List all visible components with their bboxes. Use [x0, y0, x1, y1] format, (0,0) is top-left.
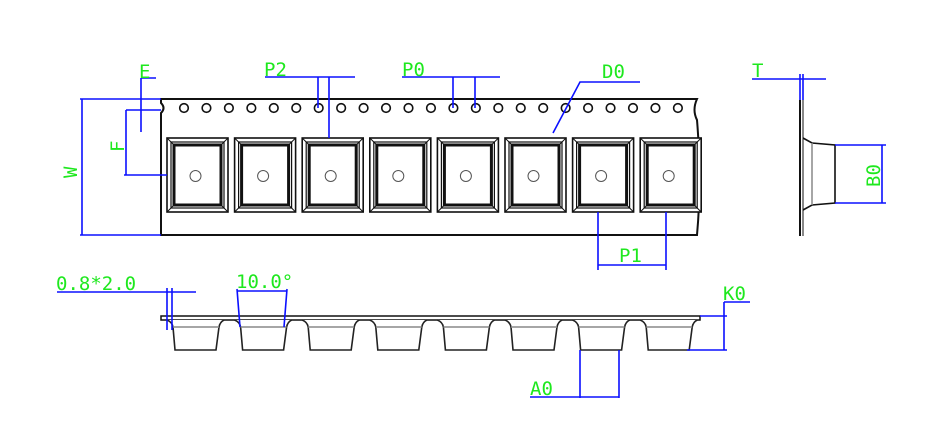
- tape-side-view: [799, 100, 836, 236]
- sprocket-hole: [582, 102, 594, 114]
- label-b0: B0: [863, 164, 885, 187]
- sprocket-hole: [650, 102, 661, 114]
- sprocket-hole: [291, 102, 302, 114]
- label-f: F: [107, 141, 129, 152]
- tape-top-view: [160, 98, 703, 236]
- label-angle: 10.0°: [236, 271, 293, 293]
- pockets-top: [166, 137, 703, 213]
- pocket-section: [166, 319, 225, 351]
- sprocket-hole: [246, 102, 257, 114]
- pocket: [301, 137, 365, 213]
- pocket: [368, 137, 432, 213]
- pocket-section: [437, 319, 495, 351]
- label-slot: 0.8*2.0: [56, 273, 136, 295]
- pocket-section: [234, 319, 292, 351]
- pocket-section: [369, 319, 428, 351]
- label-a0: A0: [530, 378, 553, 400]
- sprocket-hole: [223, 102, 234, 114]
- pocket: [436, 137, 500, 213]
- sprocket-hole: [268, 102, 279, 114]
- label-t: T: [752, 60, 763, 82]
- tape-section-view: [160, 315, 701, 351]
- dimension-lines: [57, 74, 886, 398]
- pocket-section: [572, 319, 630, 351]
- sprocket-hole: [336, 102, 347, 114]
- sprocket-hole: [201, 102, 212, 114]
- sprocket-hole: [380, 102, 392, 114]
- sprocket-hole: [605, 102, 616, 114]
- sprocket-hole: [470, 102, 481, 114]
- pocket: [233, 137, 297, 213]
- sprocket-hole: [672, 102, 684, 114]
- label-k0: K0: [723, 283, 746, 305]
- sprocket-hole: [515, 102, 526, 114]
- sprocket-hole: [627, 102, 639, 114]
- label-p1: P1: [619, 245, 642, 267]
- pocket: [166, 137, 229, 213]
- sprocket-hole: [403, 102, 414, 114]
- dimension-labels: E F W P2 P0 D0 P1 T B0 0.8*2.0 10.0° K0 …: [56, 59, 885, 400]
- pocket-section: [301, 319, 360, 351]
- label-p2: P2: [264, 59, 287, 81]
- sprocket-hole: [425, 102, 437, 114]
- pocket: [504, 137, 567, 213]
- label-p0: P0: [402, 59, 425, 81]
- pocket: [639, 137, 703, 213]
- label-e: E: [139, 61, 150, 83]
- pocket-section: [504, 319, 563, 351]
- label-d0: D0: [602, 61, 625, 83]
- sprocket-hole: [538, 102, 549, 114]
- sprocket-hole: [358, 102, 369, 114]
- pocket-section: [639, 319, 698, 351]
- sprocket-hole: [493, 102, 504, 114]
- label-w: W: [60, 166, 82, 178]
- sprocket-hole: [178, 102, 190, 114]
- sprocket-holes: [178, 102, 684, 114]
- pocket: [571, 137, 635, 213]
